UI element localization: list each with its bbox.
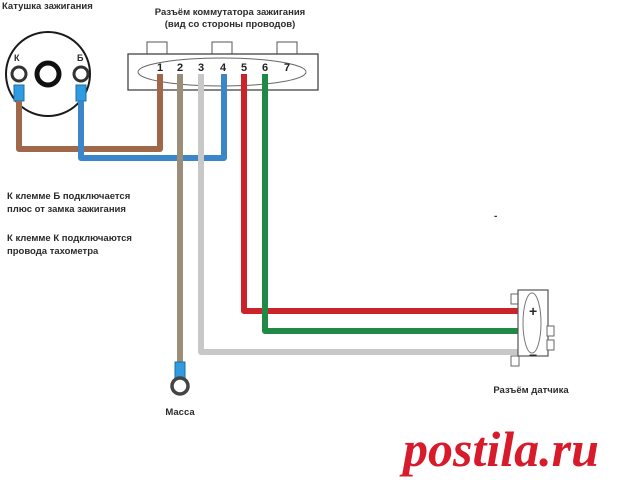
sensor-plus-sign: + <box>529 303 537 319</box>
wire-gray-sensor <box>198 74 520 355</box>
note-b-line2: плюс от замка зажигания <box>7 204 126 215</box>
coil-center-terminal <box>34 60 62 88</box>
terminal-b-lug <box>75 84 87 102</box>
pin-label-2: 2 <box>177 62 183 74</box>
note-b-line1: К клемме Б подключается <box>7 191 130 202</box>
sensor-minus-sign: − <box>529 347 537 363</box>
ground-ring <box>170 376 190 396</box>
coil-terminal-b <box>72 65 90 83</box>
pin-label-5: 5 <box>241 62 247 74</box>
ground-lug <box>174 361 186 379</box>
wire-blue-b-pin4 <box>78 74 227 161</box>
sensor-label: Разъём датчика <box>493 385 569 396</box>
ground-label: Масса <box>165 407 195 418</box>
wire-red-sensor-plus <box>241 74 520 314</box>
wire-green-sensor <box>262 74 520 334</box>
coil-terminal-k-label: К <box>14 53 20 63</box>
pin-label-3: 3 <box>198 62 204 74</box>
pin-labels: 1 2 3 4 5 6 7 <box>157 62 290 74</box>
wires <box>16 74 520 366</box>
connector-title-line2: (вид со стороны проводов) <box>165 19 296 30</box>
stray-mark: - <box>494 211 497 222</box>
ignition-coil <box>5 31 91 117</box>
sensor-connector: + − <box>510 289 555 367</box>
pin-label-6: 6 <box>262 62 268 74</box>
pin-label-1: 1 <box>157 62 163 74</box>
terminal-k-lug <box>13 84 25 102</box>
wire-brown-k-pin1 <box>16 74 163 152</box>
pin-label-7: 7 <box>284 62 290 74</box>
connector-title-line1: Разъём коммутатора зажигания <box>155 7 305 18</box>
coil-terminal-b-label: Б <box>77 53 84 63</box>
note-k-line2: провода тахометра <box>7 246 99 257</box>
ground-terminal <box>170 361 190 396</box>
coil-terminal-k <box>10 65 28 83</box>
pin-label-4: 4 <box>220 62 227 74</box>
coil-title: Катушка зажигания <box>2 1 93 12</box>
note-k-line1: К клемме К подключаются <box>7 233 132 244</box>
watermark: postila.ru <box>399 421 599 477</box>
